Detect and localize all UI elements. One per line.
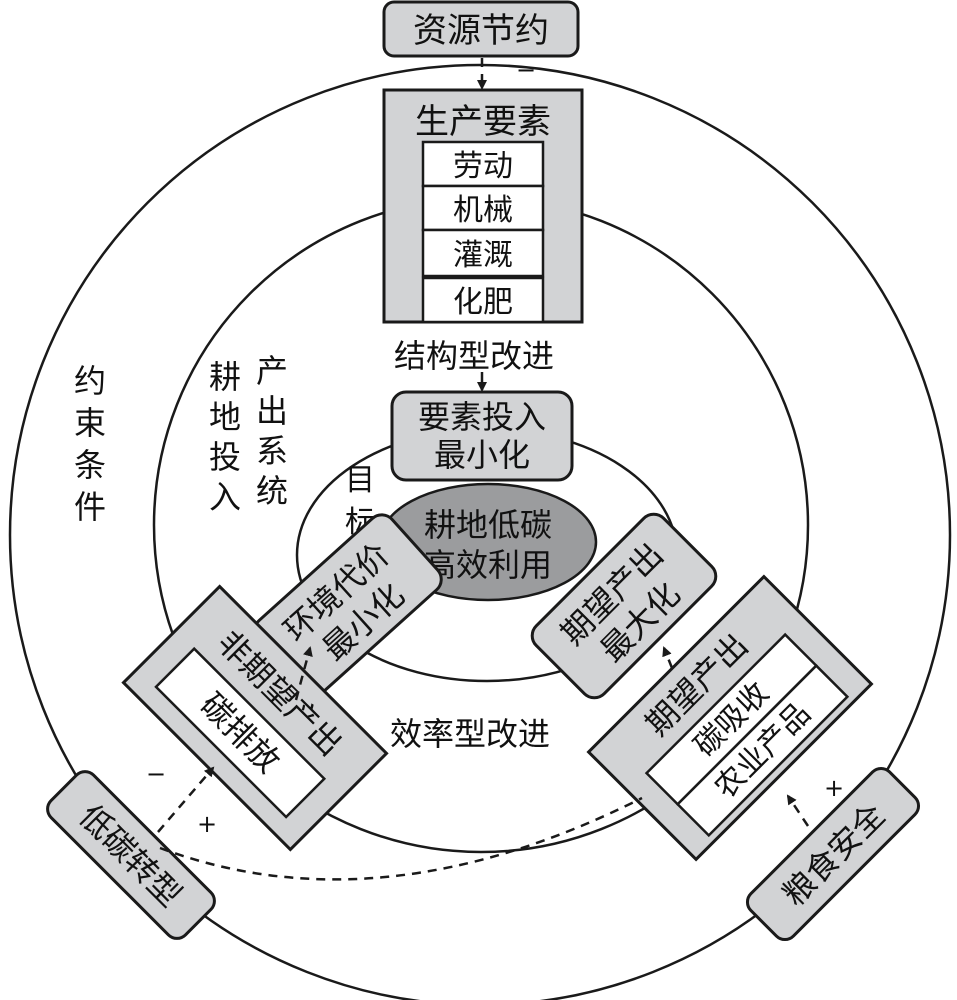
system-right-char: 产 xyxy=(256,352,288,390)
system-left-char: 入 xyxy=(209,478,241,516)
low-carbon-plus-sign: + xyxy=(197,810,217,838)
factor-box-fertilizer xyxy=(421,276,545,324)
system-right-char: 出 xyxy=(256,392,288,430)
goal-label-1: 目 xyxy=(345,463,375,498)
desired-output-group: 期望产出 碳吸收 农业产品 xyxy=(586,574,874,862)
desired-to-max-arrow xyxy=(662,646,674,669)
factor-box-irrigation xyxy=(421,228,545,278)
low-carbon-minus-sign: − xyxy=(146,760,166,788)
resource-saving-box xyxy=(382,0,580,58)
food-security-arrow xyxy=(786,794,810,827)
factor-list: 劳动 机械 灌溉 化肥 xyxy=(421,140,545,324)
low-carbon-box xyxy=(46,770,216,940)
center-goal-line1: 耕地低碳 xyxy=(424,506,552,544)
efficiency-improvement-label: 效率型改进 xyxy=(390,715,550,753)
factor-item: 灌溉 xyxy=(453,238,513,273)
low-carbon-to-emission-arrow xyxy=(157,766,215,833)
system-right-char: 系 xyxy=(256,432,288,470)
factor-item: 化肥 xyxy=(453,285,513,320)
resource-saving-label: 资源节约 xyxy=(413,11,549,51)
input-minimization-box xyxy=(390,390,574,482)
env-cost-group: 环境代价 最小化 xyxy=(253,513,443,697)
low-carbon-to-desired-curve xyxy=(159,796,643,881)
structural-improvement-label: 结构型改进 xyxy=(394,337,554,375)
system-label: 耕 地 投 入 产 出 系 统 xyxy=(209,352,288,516)
factor-box-labor xyxy=(421,140,545,188)
food-security-box xyxy=(745,766,921,942)
factor-item: 机械 xyxy=(453,193,513,228)
center-goal-line2: 高效利用 xyxy=(424,546,552,584)
factor-item: 劳动 xyxy=(453,149,513,184)
resource-saving-sign: − xyxy=(516,56,536,84)
system-right-char: 统 xyxy=(256,472,288,510)
constraint-char: 束 xyxy=(74,404,106,442)
input-minimization-line2: 最小化 xyxy=(434,436,530,474)
production-factors-title: 生产要素 xyxy=(415,102,551,142)
carbon-emission-box xyxy=(154,646,327,819)
desired-max-box xyxy=(530,512,718,700)
outer-ring xyxy=(8,63,952,1000)
system-left-char: 耕 xyxy=(209,358,241,396)
constraint-char: 条 xyxy=(74,446,106,484)
undesired-to-env-arrow xyxy=(294,646,313,701)
system-left-char: 投 xyxy=(209,438,241,476)
constraint-char: 件 xyxy=(74,488,106,526)
food-security-sign: + xyxy=(824,774,844,802)
constraint-char: 约 xyxy=(74,362,106,400)
constraint-label: 约 束 条 件 xyxy=(74,362,106,526)
desired-item-box-2 xyxy=(675,663,850,838)
input-minimization-line1: 要素投入 xyxy=(418,398,546,436)
system-left-char: 地 xyxy=(209,398,241,436)
